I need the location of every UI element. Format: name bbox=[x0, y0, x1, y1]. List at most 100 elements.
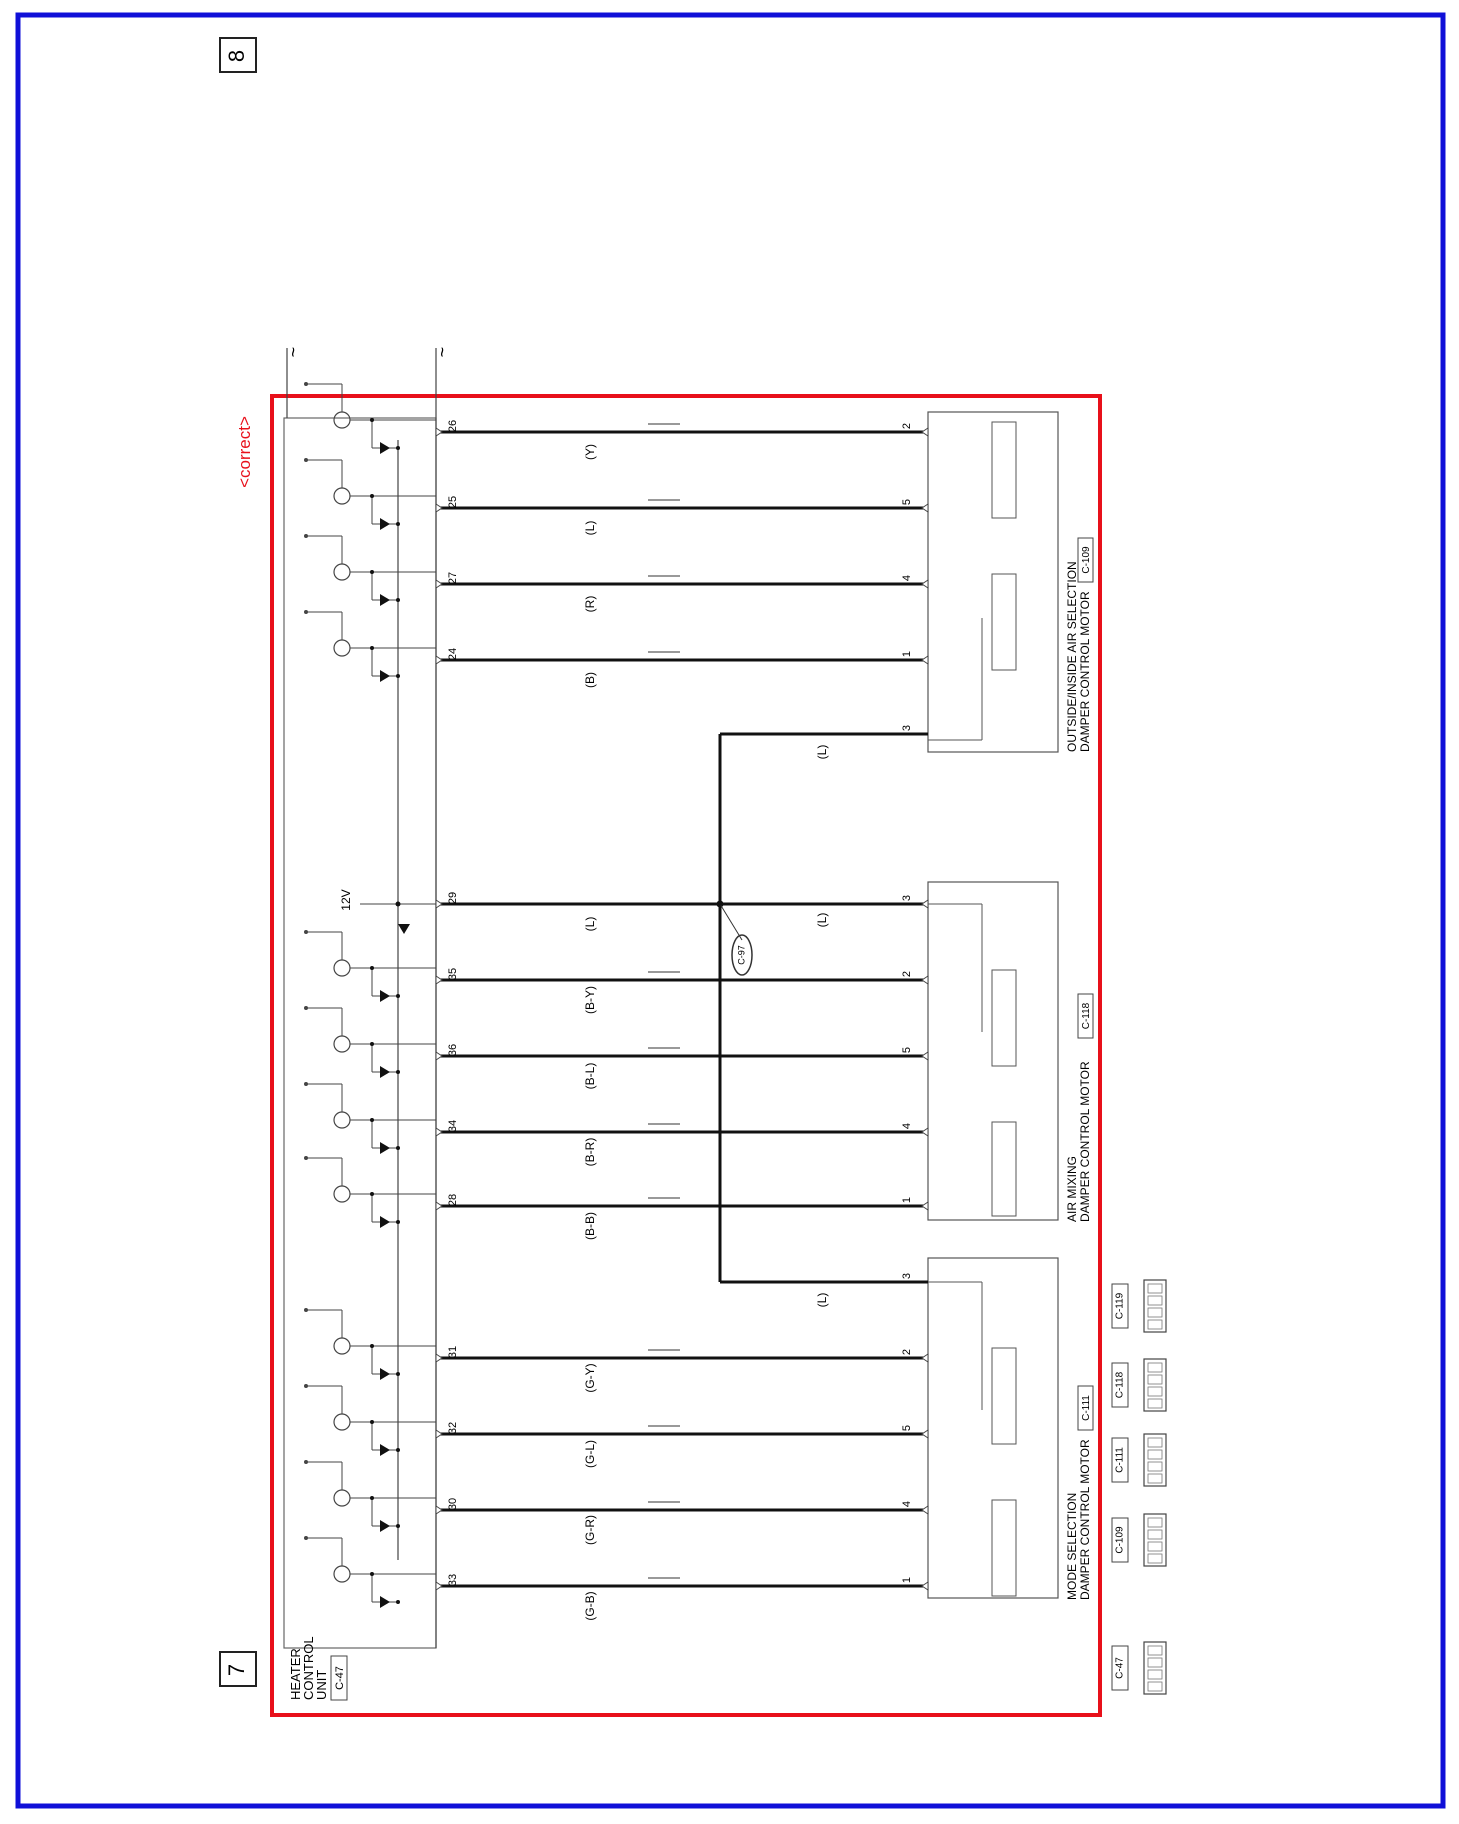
legend-label-box bbox=[1111, 1517, 1129, 1563]
motor-pin-number: 4 bbox=[901, 1123, 913, 1129]
circuit-27: 27(R)4 bbox=[304, 534, 929, 612]
motor-terminal bbox=[921, 1581, 929, 1591]
wire-color: (B-Y) bbox=[583, 986, 597, 1014]
circuit-31: 31 (G-Y) 2 bbox=[304, 1308, 929, 1393]
node-dot bbox=[370, 1572, 374, 1576]
motor-box-air bbox=[927, 881, 1059, 1221]
pin-number: 29 bbox=[447, 892, 459, 904]
motor-pin-number: 2 bbox=[901, 1349, 913, 1355]
motor-box-outside bbox=[927, 411, 1059, 753]
pin-terminal bbox=[435, 1353, 443, 1363]
pin-terminal bbox=[435, 1201, 443, 1211]
junction-leader bbox=[719, 903, 743, 941]
page-number-top-box bbox=[219, 37, 257, 73]
page-number-top: 8 bbox=[224, 50, 249, 62]
page-border bbox=[15, 12, 1446, 1809]
break-mark-left: ~ bbox=[283, 347, 303, 358]
wire-color: (G-L) bbox=[583, 1440, 597, 1468]
pin-number: 31 bbox=[447, 1346, 459, 1358]
motor-terminal bbox=[921, 655, 929, 665]
highlight-box bbox=[270, 394, 1102, 1717]
legend-connector-cavity bbox=[1147, 1657, 1163, 1668]
wire-color: (B-B) bbox=[583, 1212, 597, 1240]
legend-connector-cavity bbox=[1147, 1473, 1163, 1484]
diode-symbol bbox=[380, 518, 390, 530]
pin-terminal bbox=[435, 1127, 443, 1137]
motor-label-mode-line2: DAMPER CONTROL MOTOR bbox=[1078, 1439, 1092, 1600]
controller-label: HEATER CONTROL UNIT C-47 bbox=[288, 1636, 348, 1701]
legend-label-box bbox=[1111, 1362, 1129, 1408]
motor-box-mode bbox=[927, 1257, 1059, 1599]
node-dot bbox=[396, 522, 400, 526]
pin-terminal bbox=[435, 579, 443, 589]
circuit-30: 30(G-R)4 bbox=[304, 1460, 929, 1545]
motor-terminal bbox=[921, 899, 929, 909]
wire-color: (B-L) bbox=[583, 1063, 597, 1090]
common-feed-mode-color: (L) bbox=[815, 1293, 829, 1308]
diode-symbol bbox=[380, 1520, 390, 1532]
motor-terminal bbox=[921, 1051, 929, 1061]
motor-label-air-line1: AIR MIXING bbox=[1065, 1156, 1079, 1222]
node-dot bbox=[304, 534, 308, 538]
legend-label-box bbox=[1111, 1645, 1129, 1691]
node-dot bbox=[304, 1006, 308, 1010]
legend-connector-cavity bbox=[1147, 1398, 1163, 1409]
pin-number: 25 bbox=[447, 496, 459, 508]
transistor-symbol bbox=[333, 563, 351, 581]
legend-connector-C-109: C-109 bbox=[1111, 1513, 1167, 1567]
pin-number: 26 bbox=[447, 420, 459, 432]
motor-winding bbox=[991, 421, 1017, 519]
legend-connector-face bbox=[1143, 1279, 1167, 1333]
motor-connector-outside-box bbox=[1077, 537, 1094, 583]
legend-connector-cavity bbox=[1147, 1681, 1163, 1692]
pin-number: 36 bbox=[447, 1044, 459, 1056]
diode-symbol bbox=[380, 1368, 390, 1380]
transistor-symbol bbox=[333, 1337, 351, 1355]
motor-pin-number: 2 bbox=[901, 971, 913, 977]
motor-pin-number: 2 bbox=[901, 423, 913, 429]
motor-winding bbox=[991, 969, 1017, 1067]
motor-pin-number: 3 bbox=[901, 895, 913, 901]
circuit-29: 29(L)3 bbox=[360, 892, 929, 934]
motor-winding bbox=[991, 573, 1017, 671]
pin-number: 35 bbox=[447, 968, 459, 980]
legend-connector-cavity bbox=[1147, 1283, 1163, 1294]
diode-symbol bbox=[380, 1216, 390, 1228]
circuit-28: 28(B-B)1 bbox=[304, 1156, 929, 1240]
node-dot bbox=[304, 1308, 308, 1312]
legend-connector-cavity bbox=[1147, 1541, 1163, 1552]
transistor-symbol bbox=[333, 1185, 351, 1203]
motor-terminal bbox=[921, 1429, 929, 1439]
controller-label-line2: CONTROL bbox=[301, 1636, 316, 1700]
node-dot bbox=[304, 930, 308, 934]
node-dot bbox=[396, 1600, 400, 1604]
transistor-symbol bbox=[333, 639, 351, 657]
legend-connector-face bbox=[1143, 1433, 1167, 1487]
legend-connector-C-47: C-47 bbox=[1111, 1641, 1167, 1695]
legend-label: C-118 bbox=[1115, 1371, 1126, 1398]
transistor-symbol bbox=[333, 1489, 351, 1507]
node-dot bbox=[370, 966, 374, 970]
legend-label-box bbox=[1111, 1437, 1129, 1483]
diode-symbol bbox=[380, 990, 390, 1002]
circuit-35: 35 (B-Y) 2 bbox=[304, 930, 929, 1014]
node-dot bbox=[370, 1496, 374, 1500]
node-dot bbox=[396, 994, 400, 998]
motor-label-mode: MODE SELECTION DAMPER CONTROL MOTOR C-11… bbox=[1065, 1385, 1094, 1600]
legend-connector-face bbox=[1143, 1358, 1167, 1412]
pin-terminal bbox=[435, 655, 443, 665]
motor-label-mode-line1: MODE SELECTION bbox=[1065, 1493, 1079, 1600]
pin-number: 27 bbox=[447, 572, 459, 584]
diode-symbol bbox=[380, 594, 390, 606]
pin-terminal bbox=[435, 899, 443, 909]
diode-symbol bbox=[380, 1066, 390, 1078]
diode-symbol bbox=[380, 1596, 390, 1608]
node-dot bbox=[370, 494, 374, 498]
legend-connector-cavity bbox=[1147, 1645, 1163, 1656]
diode-symbol bbox=[380, 1142, 390, 1154]
legend-connector-cavity bbox=[1147, 1307, 1163, 1318]
node-dot bbox=[370, 418, 374, 422]
wire-color: (G-Y) bbox=[583, 1363, 597, 1392]
circuit-33: 33(G-B)1 bbox=[304, 1536, 929, 1621]
transistor-symbol bbox=[333, 1035, 351, 1053]
